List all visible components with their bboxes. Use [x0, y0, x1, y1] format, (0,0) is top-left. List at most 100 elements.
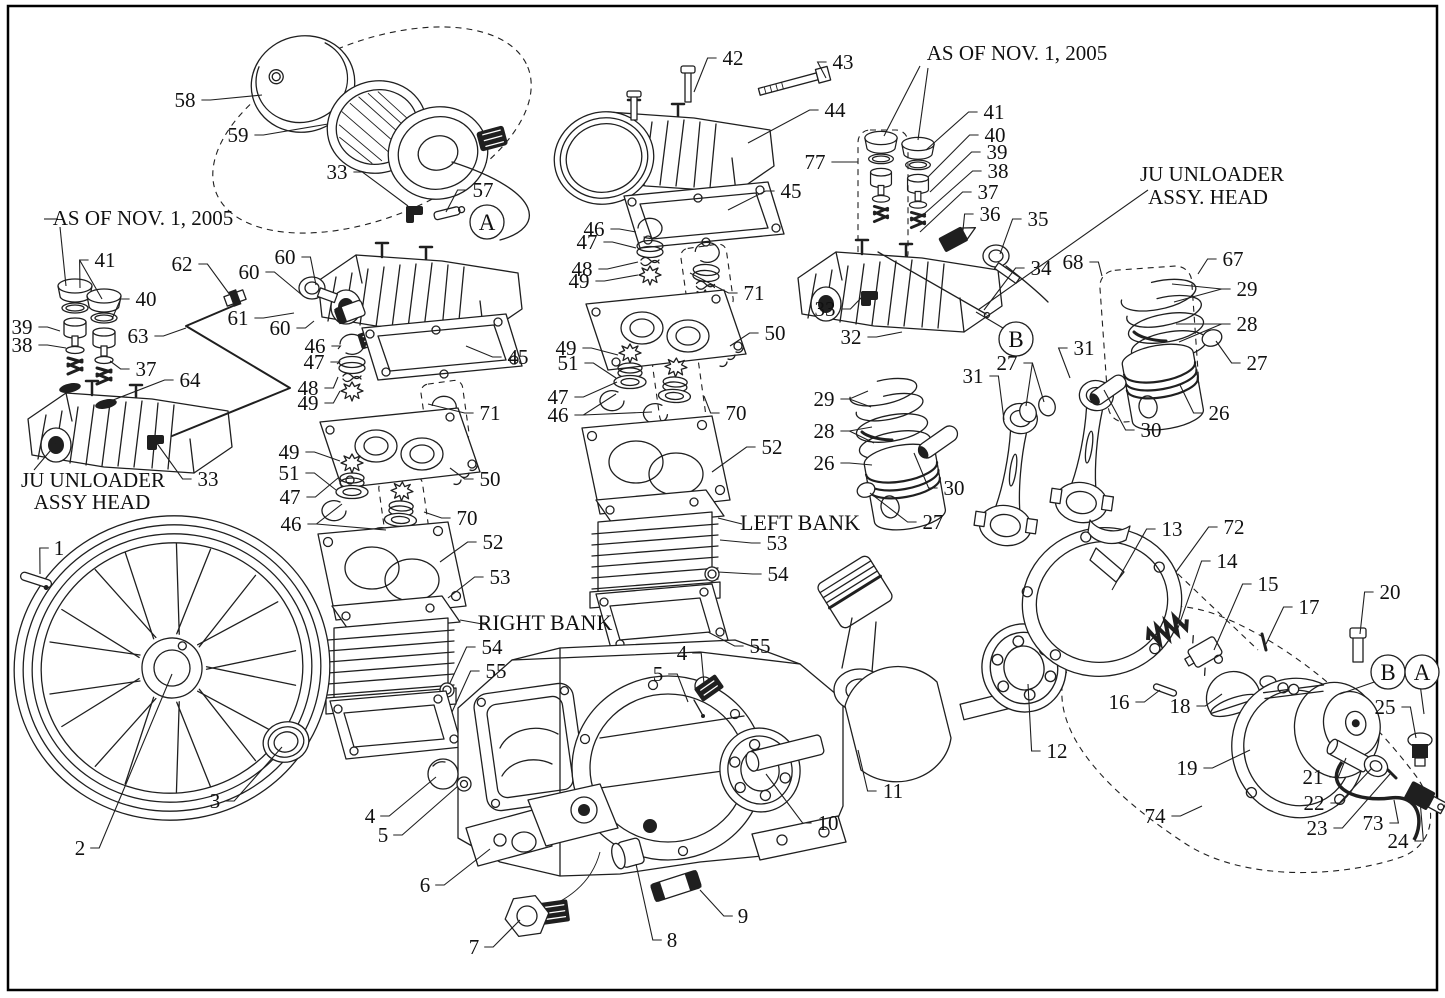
- callout-48: 48: [298, 376, 319, 400]
- annotation-leader-6: [717, 517, 743, 525]
- callout-leader-31: [989, 375, 1005, 421]
- callout-leader-41: [79, 259, 103, 300]
- callout-leader-45: [727, 190, 775, 211]
- flywheel-key-1: [19, 571, 53, 591]
- callout-47: 47: [280, 485, 301, 509]
- callout-leader-50: [449, 467, 474, 480]
- unloader-stack-left: [56, 277, 123, 386]
- callout-16: 16: [1109, 690, 1130, 714]
- callout-41: 41: [984, 100, 1005, 124]
- callout-22: 22: [1304, 791, 1325, 815]
- tube-73: [1334, 760, 1421, 841]
- callout-leader-55: [451, 670, 480, 713]
- callout-leader-26: [840, 462, 873, 466]
- callout-30: 30: [944, 476, 965, 500]
- callout-leader-20: [1359, 591, 1374, 635]
- callout-leader-70: [703, 395, 720, 414]
- callout-leader-27: [1023, 362, 1045, 407]
- filter-44: [553, 111, 655, 205]
- callout-47: 47: [304, 350, 325, 374]
- callout-33: 33: [327, 160, 348, 184]
- callout-leader-57: [445, 189, 467, 213]
- callout-leader-51: [584, 362, 617, 379]
- callout-leader-33: [841, 294, 865, 310]
- callout-61: 61: [228, 306, 249, 330]
- callout-43: 43: [833, 50, 854, 74]
- callout-leader-47: [330, 361, 341, 365]
- callout-40: 40: [985, 123, 1006, 147]
- callout-60: 60: [275, 245, 296, 269]
- callout-49: 49: [279, 440, 300, 464]
- callout-13: 13: [1162, 517, 1183, 541]
- callout-30: 30: [1141, 418, 1162, 442]
- crankshaft-11: [745, 555, 1024, 783]
- callout-leader-39: [929, 151, 981, 193]
- callout-leader-53: [719, 539, 761, 544]
- callout-55: 55: [750, 634, 771, 658]
- callout-74: 74: [1145, 804, 1167, 828]
- callout-leader-5: [393, 785, 459, 836]
- callout-leader-27: [869, 492, 917, 523]
- callout-leader-7: [484, 919, 521, 948]
- callout-leader-30: [913, 452, 938, 489]
- callout-leader-48: [324, 376, 339, 389]
- detail-circle-A: [1404, 654, 1440, 690]
- annotation-2: JU UNLOADER: [21, 468, 165, 492]
- connecting-rod-31: [1047, 375, 1130, 528]
- callout-leader-26: [1179, 384, 1203, 414]
- callout-47: 47: [548, 385, 569, 409]
- valve-kit-lower: [321, 453, 369, 522]
- callout-leader-4: [380, 776, 437, 817]
- crankcase: [457, 639, 847, 911]
- callout-32: 32: [841, 325, 862, 349]
- callout-9: 9: [738, 904, 749, 928]
- callout-55: 55: [486, 659, 507, 683]
- bolt-43: [757, 65, 832, 96]
- valve-plate-left: [585, 289, 747, 371]
- callout-leader-16: [1135, 689, 1161, 703]
- callout-leader-6: [435, 848, 491, 886]
- pin-17: [1260, 632, 1268, 652]
- callout-leader-30: [1103, 389, 1135, 431]
- callout-47: 47: [577, 230, 598, 254]
- callout-53: 53: [490, 565, 511, 589]
- detail-circle-B: [998, 321, 1034, 357]
- callout-50: 50: [765, 321, 786, 345]
- callout-37: 37: [978, 180, 999, 204]
- callout-leader-8: [635, 863, 662, 941]
- callout-6: 6: [420, 873, 431, 897]
- oil-plug-7: [504, 895, 570, 937]
- callout-leader-52: [711, 446, 756, 473]
- piston-rings-29-center: [849, 377, 924, 422]
- callout-5: 5: [653, 662, 664, 686]
- callout-31: 31: [1074, 336, 1095, 360]
- callout-leader-3: [225, 746, 283, 802]
- callout-18: 18: [1170, 694, 1191, 718]
- callout-4: 4: [677, 641, 688, 665]
- annotation-leader-9: [1339, 679, 1381, 695]
- annotation-0: AS OF NOV. 1, 2005: [53, 206, 233, 230]
- callout-leader-25: [1401, 706, 1417, 739]
- callout-leader-55: [707, 631, 744, 647]
- callout-28: 28: [814, 419, 835, 443]
- callout-60: 60: [239, 260, 260, 284]
- callout-leader-18: [1196, 693, 1223, 707]
- callout-leader-40: [111, 298, 130, 320]
- callout-60: 60: [270, 316, 291, 340]
- callout-leader-29: [840, 390, 872, 408]
- callout-48: 48: [572, 257, 593, 281]
- callout-45: 45: [781, 179, 802, 203]
- callout-leader-61: [254, 312, 295, 319]
- elbow-24: [1404, 781, 1445, 815]
- callout-leader-38: [923, 170, 982, 215]
- callout-leader-72: [1175, 526, 1218, 573]
- callout-54: 54: [482, 635, 504, 659]
- callout-leader-37: [109, 360, 130, 370]
- annotation-6: LEFT BANK: [740, 510, 860, 535]
- callout-leader-28: [1176, 323, 1231, 343]
- callout-44: 44: [825, 98, 847, 122]
- cover-gasket-13: [1021, 526, 1183, 678]
- callout-2: 2: [75, 836, 86, 860]
- callout-34: 34: [1031, 256, 1053, 280]
